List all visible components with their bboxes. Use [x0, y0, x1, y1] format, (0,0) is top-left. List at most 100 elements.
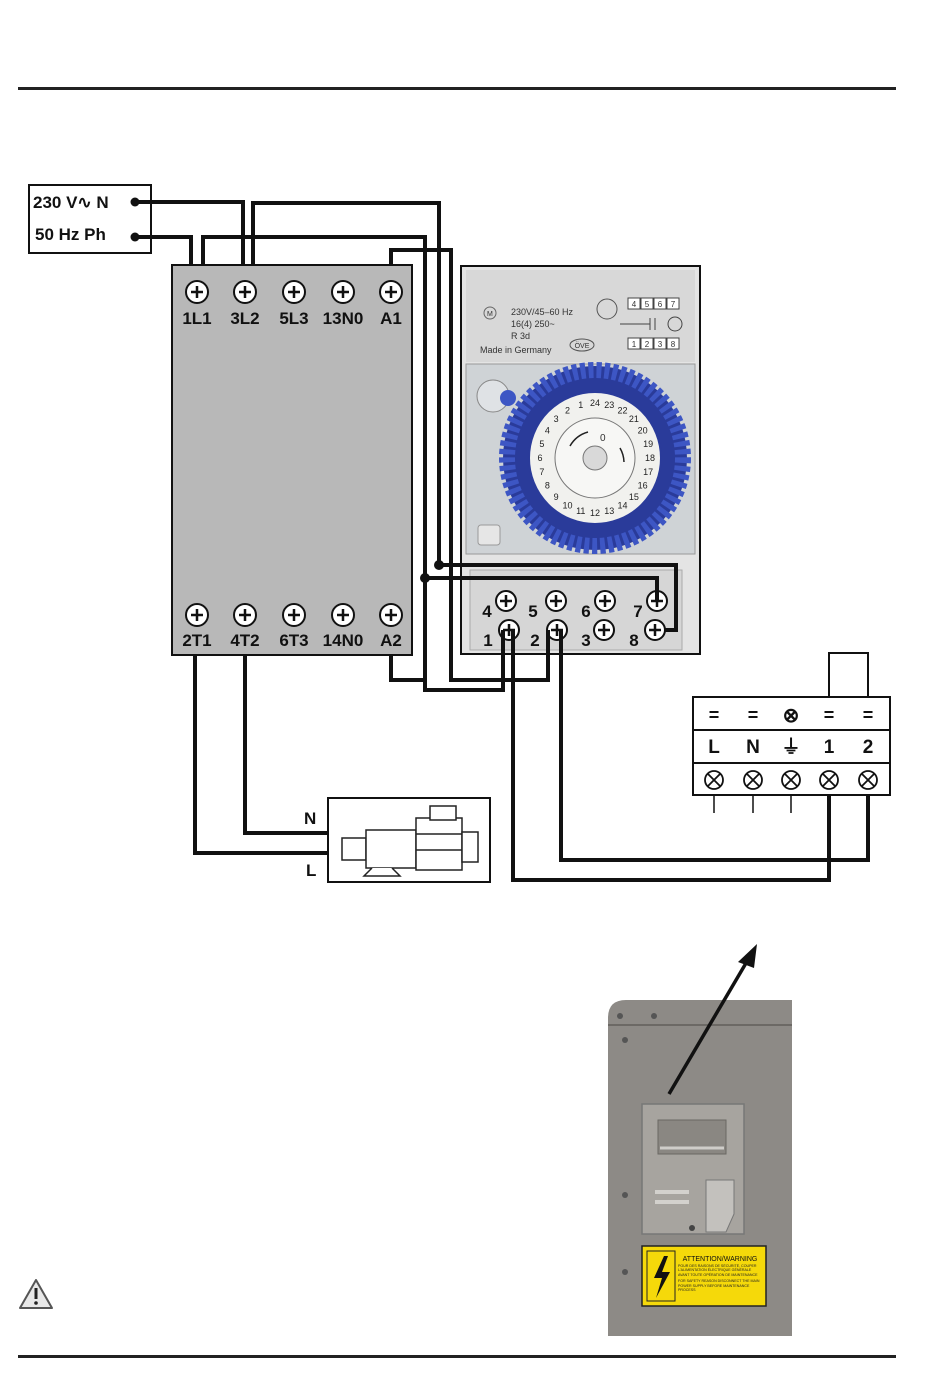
- schem-5: 5: [645, 300, 650, 309]
- terminal-a1: A1: [379, 280, 403, 328]
- tb-label-1: 1: [824, 737, 835, 758]
- dial-hub: [582, 445, 608, 471]
- pointer-arrow: [667, 957, 751, 1095]
- tb-label-l: L: [708, 737, 720, 758]
- footer-rule: [18, 1355, 896, 1358]
- dial-hour-21: 21: [629, 414, 639, 424]
- terminal-label-a2: A2: [380, 631, 402, 650]
- cert-mark: ÖVE: [575, 342, 590, 350]
- lightning-icon: [654, 1256, 670, 1298]
- tb-screws: [704, 770, 878, 790]
- timer-contacts-bottom: 1 2 3 8: [483, 619, 666, 650]
- dial-hour-23: 23: [604, 400, 614, 410]
- contactor: 1L1 3L2 5L3 13N0 A1 2T1 4T2 6T3 14N0 A2: [171, 264, 413, 656]
- wire-a2-stub: [389, 655, 412, 682]
- timer-contact-8: 8: [629, 619, 666, 650]
- terminal-label-13no: 13N0: [323, 309, 364, 328]
- terminal-label-5l3: 5L3: [279, 309, 308, 328]
- wire-a2-to-neutral: [389, 655, 425, 682]
- timer-contact-3: 3: [581, 619, 615, 650]
- contact-label-2: 2: [530, 631, 539, 650]
- terminal-label-14no: 14N0: [323, 631, 364, 650]
- terminal-3l2: 3L2: [230, 280, 260, 328]
- junction-dot-1: [420, 573, 430, 583]
- wire-ph-to-timer-7: [425, 576, 659, 601]
- wire-timer-1-to-terminal-1: [511, 630, 831, 882]
- caution-icon: [19, 1279, 53, 1309]
- spec-line-2: 16(4) 250~: [511, 319, 555, 329]
- dial-segments[interactable]: [499, 362, 691, 554]
- schem-3: 3: [658, 340, 663, 349]
- wire-a1-to-timer-2: [389, 248, 550, 682]
- dial-hour-14: 14: [617, 501, 627, 511]
- dial-hour-13: 13: [604, 506, 614, 516]
- warning-fr-text: POUR DES RAISONS DE SÉCURITÉ, COUPER L'A…: [678, 1264, 758, 1277]
- contactor-bottom-terminals: 2T1 4T2 6T3 14N0 A2: [182, 603, 403, 650]
- made-in: Made in Germany: [480, 345, 552, 355]
- terminal-label-2t1: 2T1: [182, 631, 211, 650]
- dial-hour-16: 16: [638, 481, 648, 491]
- dial-hour-1: 1: [578, 400, 583, 410]
- tb-label-n: N: [746, 737, 760, 758]
- contact-label-8: 8: [629, 631, 638, 650]
- pump-l-label: L: [306, 861, 316, 880]
- contact-label-6: 6: [581, 602, 590, 621]
- tb-top-1: =: [748, 705, 759, 725]
- dial-hour-15: 15: [629, 492, 639, 502]
- terminal-2t1: 2T1: [182, 603, 212, 650]
- terminal-label-1l1: 1L1: [182, 309, 211, 328]
- schem-4: 4: [632, 300, 637, 309]
- tb-label-earth: ⏚: [781, 736, 800, 758]
- wire-timer-2-to-terminal-2: [559, 630, 870, 862]
- timer-contact-6: 6: [581, 590, 616, 621]
- header-rule: [18, 87, 896, 90]
- wire-ph-to-1l1: [135, 235, 193, 265]
- contact-label-7: 7: [633, 602, 642, 621]
- dial-hour-10: 10: [562, 501, 572, 511]
- spec-line-3: R 3d: [511, 331, 530, 341]
- dial-hour-11: 11: [576, 506, 585, 516]
- timer-contact-4: 4: [482, 590, 517, 621]
- override-knob[interactable]: [500, 390, 516, 406]
- tb-label-2: 2: [863, 737, 874, 758]
- flow-switch-contact: [828, 652, 869, 697]
- terminal-block: = = ⊗ = = L N ⏚ 1 2: [692, 652, 891, 813]
- dial-hour-22: 22: [617, 405, 627, 415]
- supply-box: 230 V∿ N 50 Hz Ph: [28, 184, 152, 254]
- dial-hour-6: 6: [537, 453, 542, 463]
- supply-line-1: 230 V∿ N: [33, 193, 109, 212]
- wire-2t1-to-pump-l: [193, 655, 328, 855]
- terminal-13no: 13N0: [323, 280, 364, 328]
- clock-symbol-icon: [596, 298, 618, 320]
- tb-top-2: ⊗: [783, 705, 800, 727]
- dial-hour-18: 18: [645, 453, 655, 463]
- contact-label-5: 5: [528, 602, 537, 621]
- timer-contacts-top: 4 5 6 7: [482, 590, 668, 621]
- timer-spec-area: M 230V/45–60 Hz 16(4) 250~ R 3d Made in …: [480, 297, 683, 355]
- spec-line-1: 230V/45–60 Hz: [511, 307, 574, 317]
- pump-icon: [341, 805, 479, 877]
- dial-hour-2: 2: [565, 405, 570, 415]
- dial-hour-8: 8: [545, 481, 550, 491]
- timer: M 230V/45–60 Hz 16(4) 250~ R 3d Made in …: [460, 265, 701, 655]
- terminal-a2: A2: [379, 603, 403, 650]
- contact-label-4: 4: [482, 602, 492, 621]
- arrow-head-icon: [738, 944, 757, 968]
- dial-hour-7: 7: [539, 467, 544, 477]
- dial-hour-17: 17: [643, 467, 653, 477]
- contact-label-3: 3: [581, 631, 590, 650]
- wire-n-to-3l2: [135, 200, 245, 265]
- terminal-6t3: 6T3: [279, 603, 309, 650]
- terminal-label-a1: A1: [380, 309, 402, 328]
- heat-pump-unit: ATTENTION/WARNING POUR DES RAISONS DE SÉ…: [608, 944, 792, 1336]
- pump-box: N L: [304, 797, 491, 883]
- warning-label: ATTENTION/WARNING POUR DES RAISONS DE SÉ…: [641, 1245, 767, 1307]
- dial-hour-12: 12: [590, 508, 600, 518]
- dial-zero: 0: [600, 433, 606, 444]
- terminal-5l3: 5L3: [279, 280, 309, 328]
- dial-hour-19: 19: [643, 439, 653, 449]
- dial-hour-4: 4: [545, 426, 550, 436]
- dial-hour-5: 5: [539, 439, 544, 449]
